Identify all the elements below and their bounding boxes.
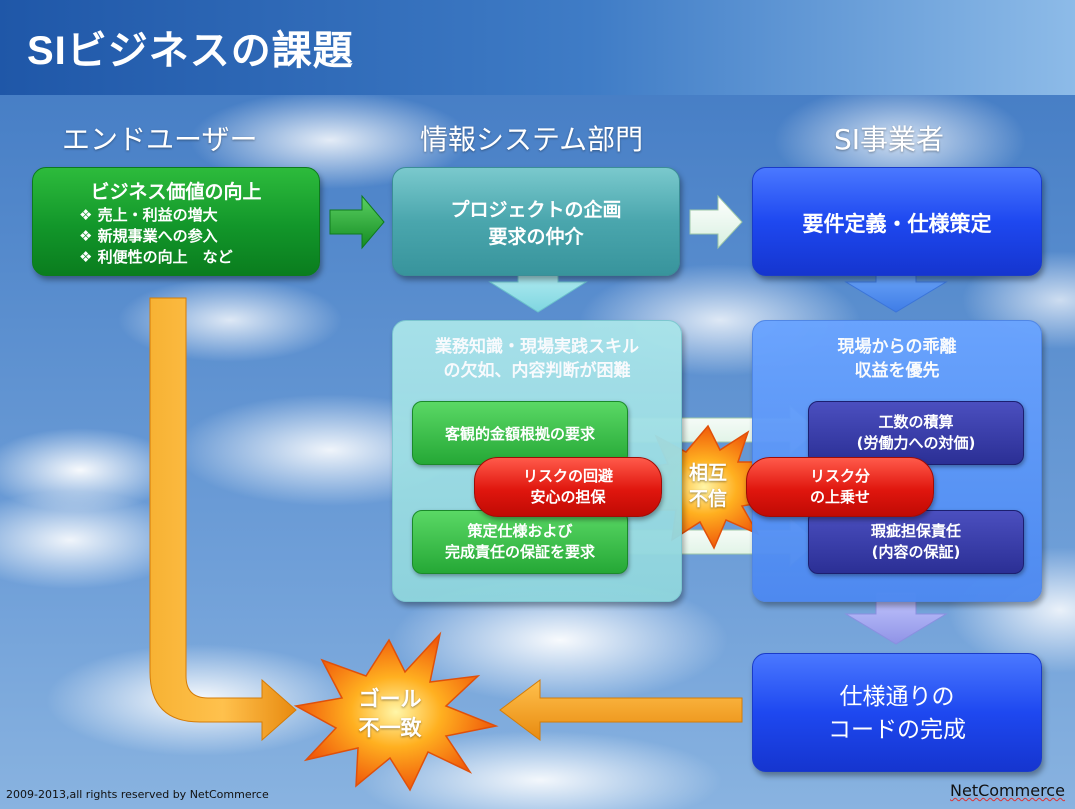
risk-right-line2: の上乗せ <box>809 488 870 506</box>
mutual-distrust-label: 相互 不信 <box>672 460 744 512</box>
si-item-warranty: 瑕疵担保責任 (内容の保証) <box>808 510 1024 574</box>
si-item2-line2: (内容の保証) <box>871 543 961 561</box>
it-box-line2: 要求の仲介 <box>488 226 584 248</box>
it-panel-line2: の欠如、内容判断が困難 <box>443 361 631 381</box>
arrow-enduser-to-it <box>329 194 385 250</box>
requirement-spec-line2: 完成責任の保証を要求 <box>444 543 595 561</box>
goal-mismatch-label: ゴール 不一致 <box>340 685 440 743</box>
result-line1: 仕様通りの <box>839 684 955 710</box>
copyright-text: 2009-2013,all rights reserved by NetComm… <box>6 788 269 801</box>
mutual-line2: 不信 <box>688 488 727 510</box>
bullet-convenience: ❖ 利便性の向上 など <box>79 248 233 266</box>
si-panel-line1: 現場からの乖離 <box>837 337 957 357</box>
goal-line1: ゴール <box>358 687 422 711</box>
risk-right-line1: リスク分 <box>809 467 870 485</box>
si-item2-line1: 瑕疵担保責任 <box>870 522 961 540</box>
it-planning-box: プロジェクトの企画 要求の仲介 <box>392 167 680 276</box>
si-item1-line1: 工数の積算 <box>878 413 954 431</box>
column-header-end-user: エンドユーザー <box>62 123 258 156</box>
title-bar: SIビジネスの課題 <box>0 0 1075 95</box>
slide-title: SIビジネスの課題 <box>27 29 354 73</box>
brand-logo-text: NetCommerce <box>950 781 1065 800</box>
requirement-spec-guarantee: 策定仕様および 完成責任の保証を要求 <box>412 510 628 574</box>
risk-avoidance-pill: リスクの回避 安心の担保 <box>474 457 662 517</box>
bullet-sales-profit: ❖ 売上・利益の増大 <box>79 206 218 224</box>
arrow-result-goal <box>499 679 743 741</box>
si-item-effort-estimate: 工数の積算 (労働力への対価) <box>808 401 1024 465</box>
risk-left-line1: リスクの回避 <box>522 467 613 485</box>
arrow-enduser-goal <box>149 297 297 742</box>
arrow-it-to-si <box>689 194 743 250</box>
it-panel-line1: 業務知識・現場実践スキル <box>435 337 639 357</box>
requirement-spec-line1: 策定仕様および <box>467 522 573 540</box>
bullet-new-business: ❖ 新規事業への参入 <box>79 227 218 245</box>
column-header-si-vendor: SI事業者 <box>834 123 945 156</box>
end-user-heading: ビジネス価値の向上 <box>90 181 262 203</box>
end-user-goal-box: ビジネス価値の向上 ❖ 売上・利益の増大 ❖ 新規事業への参入 ❖ 利便性の向上… <box>32 167 320 276</box>
result-line2: コードの完成 <box>828 717 966 743</box>
risk-left-line2: 安心の担保 <box>530 488 606 506</box>
si-requirements-box: 要件定義・仕様策定 <box>752 167 1042 276</box>
si-panel-line2: 収益を優先 <box>854 361 940 381</box>
requirement-cost-basis-label: 客観的金額根拠の要求 <box>444 424 595 443</box>
it-box-line1: プロジェクトの企画 <box>450 199 622 221</box>
si-item1-line2: (労働力への対価) <box>856 434 976 452</box>
result-code-box: 仕様通りの コードの完成 <box>752 653 1042 772</box>
requirement-cost-basis: 客観的金額根拠の要求 <box>412 401 628 465</box>
si-box-label: 要件定義・仕様策定 <box>802 212 992 236</box>
goal-burst-shape <box>293 631 499 792</box>
goal-line2: 不一致 <box>358 716 422 740</box>
mutual-line1: 相互 <box>688 462 727 484</box>
risk-markup-pill: リスク分 の上乗せ <box>746 457 934 517</box>
column-header-it-dept: 情報システム部門 <box>420 123 644 156</box>
